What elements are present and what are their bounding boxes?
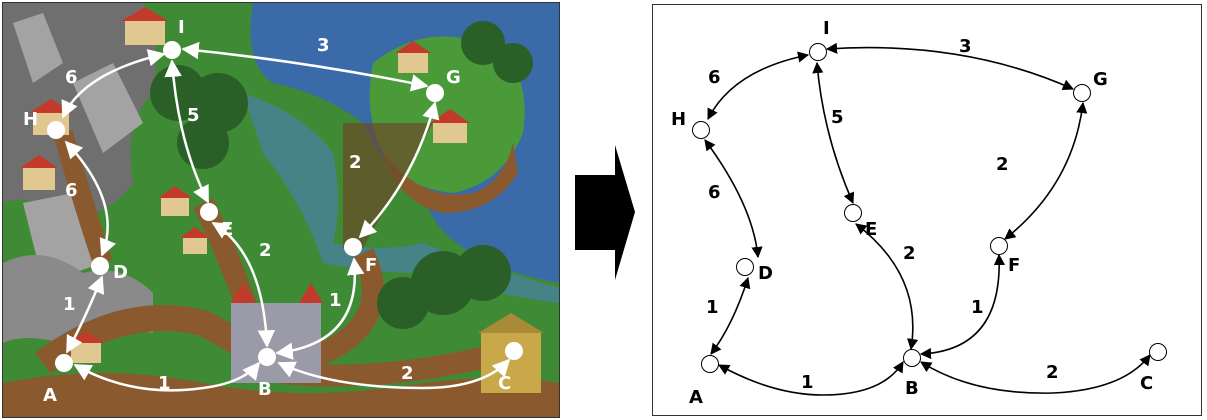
graph-edge-I-G xyxy=(825,42,1075,91)
map-edge-B-C xyxy=(277,358,511,390)
abstract-graph: 3 6 5 6 2 2 1 1 1 2 I G H E F xyxy=(652,4,1202,416)
graph-weight-A-B: 1 xyxy=(801,372,814,393)
graph-node-H xyxy=(692,121,710,139)
graph-node-C xyxy=(1149,343,1167,361)
map-weight-I-E: 5 xyxy=(187,105,200,126)
arrow-icon xyxy=(575,145,635,280)
graph-weight-I-H: 6 xyxy=(708,67,721,88)
illustrated-map: 3 6 5 6 2 2 1 1 1 2 I G H E xyxy=(2,2,560,418)
map-label-A: A xyxy=(43,385,57,406)
graph-edge-E-B xyxy=(855,223,919,351)
map-label-D: D xyxy=(113,262,128,283)
map-edge-E-B xyxy=(211,221,276,348)
graph-node-F xyxy=(990,237,1008,255)
graph-weight-D-A: 1 xyxy=(706,297,719,318)
map-weight-B-C: 2 xyxy=(401,363,414,384)
graph-node-A xyxy=(701,355,719,373)
map-edge-I-H xyxy=(61,49,166,119)
map-label-I: I xyxy=(178,17,185,38)
map-edge-A-B xyxy=(73,361,261,392)
map-node-H xyxy=(47,121,65,139)
graph-node-B xyxy=(903,349,921,367)
graph-weight-G-F: 2 xyxy=(996,154,1009,175)
map-weight-I-H: 6 xyxy=(65,67,78,88)
graph-edges xyxy=(704,42,1151,396)
graph-edge-A-B xyxy=(718,361,904,396)
graph-label-G: G xyxy=(1093,69,1108,90)
graph-edge-F-B xyxy=(919,253,1006,360)
map-node-I xyxy=(163,41,181,59)
graph-weight-I-G: 3 xyxy=(959,36,972,57)
map-weight-H-D: 6 xyxy=(65,180,78,201)
map-label-C: C xyxy=(498,373,511,394)
map-label-G: G xyxy=(446,67,461,88)
map-node-D xyxy=(91,257,109,275)
map-edges xyxy=(61,41,511,392)
map-node-F xyxy=(344,238,362,256)
map-node-C xyxy=(505,342,523,360)
graph-node-D xyxy=(736,258,754,276)
graph-weight-E-B: 2 xyxy=(903,243,916,264)
graph-edge-D-A xyxy=(710,276,751,355)
map-label-E: E xyxy=(221,219,233,240)
graph-node-I xyxy=(809,43,827,61)
graph-node-G xyxy=(1073,84,1091,102)
map-weight-G-F: 2 xyxy=(349,152,362,173)
map-node-A xyxy=(55,354,73,372)
map-nodes xyxy=(47,41,523,372)
graph-edge-I-E xyxy=(812,61,855,205)
graph-edge-H-D xyxy=(704,139,763,259)
map-node-labels: I G H E F D A B C xyxy=(23,17,511,406)
graph-node-labels: I G H E F D A B C xyxy=(671,18,1153,408)
map-edge-I-E xyxy=(164,59,210,204)
graph-node-E xyxy=(844,204,862,222)
graph-label-B: B xyxy=(905,378,919,399)
map-weight-D-A: 1 xyxy=(63,294,76,315)
graph-weight-F-B: 1 xyxy=(971,297,984,318)
graph-label-H: H xyxy=(671,109,686,130)
map-scenery xyxy=(3,3,559,417)
map-weight-E-B: 2 xyxy=(259,240,272,261)
graph-nodes xyxy=(692,43,1167,373)
map-edge-D-A xyxy=(65,275,105,354)
graph-weight-I-E: 5 xyxy=(831,107,844,128)
map-canvas: 3 6 5 6 2 2 1 1 1 2 I G H E xyxy=(3,3,559,417)
graph-canvas: 3 6 5 6 2 2 1 1 1 2 I G H E F xyxy=(671,18,1167,408)
graph-weight-H-D: 6 xyxy=(708,182,721,203)
map-edge-F-B xyxy=(275,257,365,360)
map-edge-G-F xyxy=(358,101,440,239)
graph-edge-I-H xyxy=(707,51,810,120)
graph-label-F: F xyxy=(1008,255,1020,276)
graph-weight-B-C: 2 xyxy=(1046,362,1059,383)
map-label-F: F xyxy=(365,255,377,276)
map-node-B xyxy=(258,348,276,366)
map-node-G xyxy=(426,84,444,102)
map-label-H: H xyxy=(23,109,38,130)
map-label-B: B xyxy=(258,379,272,400)
graph-label-I: I xyxy=(823,18,830,39)
graph-label-D: D xyxy=(758,263,773,284)
map-weights: 3 6 5 6 2 2 1 1 1 2 xyxy=(63,35,414,394)
map-weight-F-B: 1 xyxy=(329,290,342,311)
transform-arrow xyxy=(575,145,635,280)
map-node-E xyxy=(200,203,218,221)
graph-label-C: C xyxy=(1140,373,1153,394)
map-weight-A-B: 1 xyxy=(158,373,171,394)
graph-edge-G-F xyxy=(1004,101,1088,240)
map-edge-H-D xyxy=(64,140,117,257)
map-weight-I-G: 3 xyxy=(317,35,330,56)
map-edge-I-G xyxy=(181,41,429,92)
graph-label-E: E xyxy=(865,219,877,240)
graph-edge-B-C xyxy=(920,354,1151,394)
graph-weights: 3 6 5 6 2 2 1 1 1 2 xyxy=(706,36,1059,393)
graph-label-A: A xyxy=(689,387,703,408)
